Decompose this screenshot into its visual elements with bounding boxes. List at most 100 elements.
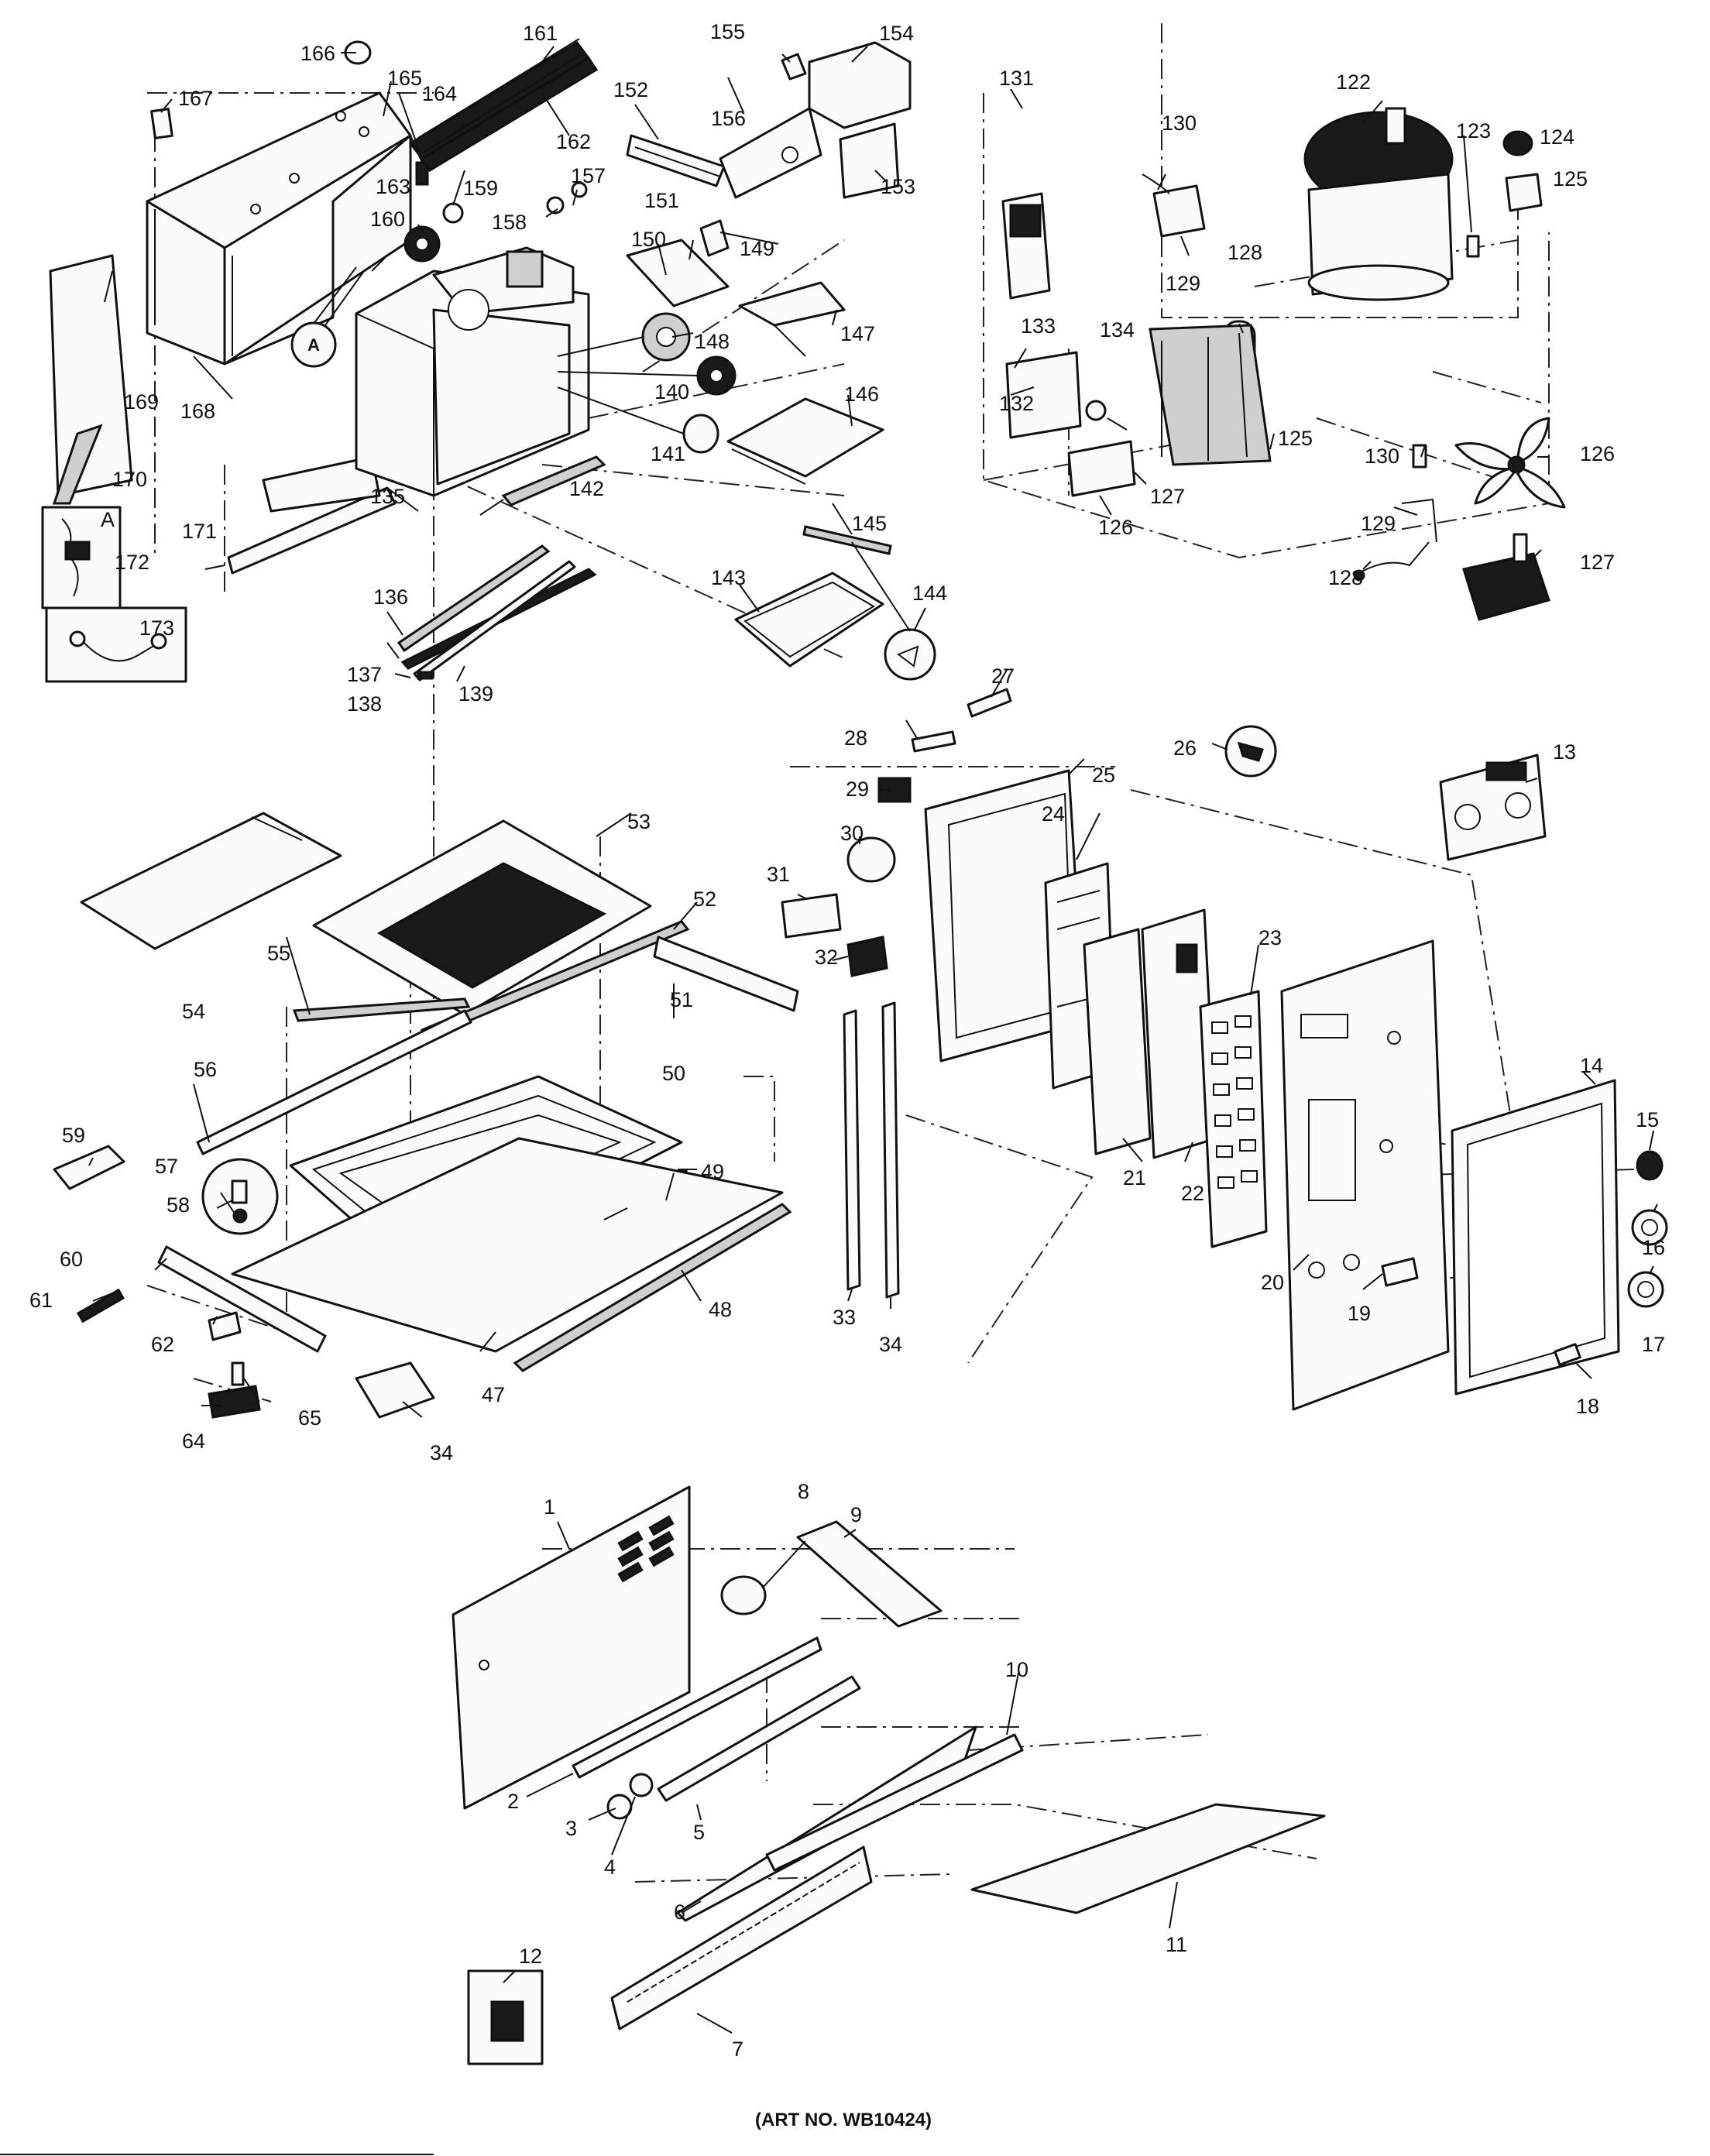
detail-circle-150 <box>884 628 936 681</box>
label-31: 31 <box>767 863 790 886</box>
label-157: 151 <box>644 189 679 212</box>
label-126: 126 <box>1580 442 1615 465</box>
label-160: 154 <box>879 22 914 45</box>
label-5: 5 <box>693 1821 705 1844</box>
latch-spring <box>208 1311 242 1341</box>
label-124: 124 <box>1540 125 1574 149</box>
label-54: 53 <box>627 810 651 833</box>
label-58: 57 <box>155 1155 178 1178</box>
part-number-labels: 166 167 165 164 161 162 163 159 160 157 … <box>29 20 1665 2130</box>
label-150: 144 <box>912 582 947 605</box>
label-2: 2 <box>507 1790 519 1813</box>
label-131: 125 <box>1278 427 1313 450</box>
lower-rails <box>397 544 597 681</box>
label-172: 166 <box>300 42 335 65</box>
label-64: 64 <box>182 1430 205 1453</box>
label-26: 26 <box>1173 736 1197 760</box>
label-8: 8 <box>798 1480 809 1503</box>
keypad <box>1199 990 1268 1248</box>
air-guide <box>738 281 846 327</box>
label-128: 128 <box>1328 566 1363 589</box>
label-144: 138 <box>347 692 382 716</box>
label-136: 130 <box>1162 112 1197 135</box>
door-edge-strip <box>513 1203 792 1372</box>
label-130: 130 <box>1365 445 1399 468</box>
door-assembly <box>53 812 799 1419</box>
hv-transformer <box>1149 324 1272 466</box>
fan-blade <box>1454 417 1566 509</box>
cabinet-assembly: A <box>41 40 590 683</box>
label-161: 155 <box>710 20 745 43</box>
label-166: 160 <box>370 208 405 231</box>
label-50: 49 <box>701 1160 724 1183</box>
label-179: 173 <box>139 616 174 640</box>
choke-strip <box>292 997 471 1022</box>
label-62: 61 <box>29 1289 53 1312</box>
label-13: 13 <box>1553 740 1576 764</box>
fan-motor <box>1462 552 1550 621</box>
label-9: 9 <box>850 1503 862 1526</box>
timer-motor <box>846 836 896 883</box>
trim-strip <box>52 424 103 505</box>
latch-hook <box>231 1361 245 1386</box>
knob-cap <box>1502 130 1533 156</box>
bolt-28 <box>911 730 956 753</box>
label-177: 171 <box>182 520 217 543</box>
tray <box>734 572 884 668</box>
label-30: 30 <box>840 822 864 845</box>
label-165: 159 <box>463 177 498 200</box>
label-11: 11 <box>1166 1933 1187 1956</box>
label-145: 139 <box>458 682 493 706</box>
lamp-bulb <box>546 196 565 215</box>
motor-body <box>1307 173 1454 296</box>
bracket-19 <box>1381 1257 1419 1287</box>
label-154: 148 <box>695 330 730 353</box>
label-17: 17 <box>1642 1333 1665 1356</box>
transformer-bracket <box>1067 440 1136 497</box>
hinge-bracket <box>653 936 799 1012</box>
art-number-caption: (ART NO. WB10424) <box>755 2110 932 2130</box>
hinge-right <box>355 1361 435 1419</box>
control-faceplate <box>1280 939 1450 1411</box>
tray-rail <box>802 525 892 555</box>
clip <box>699 219 730 257</box>
label-10: 10 <box>1005 1658 1028 1681</box>
label-125: 125 <box>1553 167 1588 191</box>
label-23: 23 <box>1258 926 1282 949</box>
label-159: 153 <box>881 175 915 198</box>
label-3: 3 <box>565 1817 577 1840</box>
side-strip-34 <box>881 1001 900 1299</box>
label-153: 147 <box>840 322 875 345</box>
label-141: 135 <box>370 485 405 508</box>
label-47: 34 <box>430 1441 453 1464</box>
label-151: 145 <box>852 512 887 535</box>
label-7: 7 <box>732 2038 743 2061</box>
duct-9 <box>796 1520 943 1628</box>
label-129: 129 <box>1361 512 1396 535</box>
control-panel-assembly <box>781 688 1668 1411</box>
vent-grille <box>408 38 599 173</box>
support-bracket <box>262 455 381 513</box>
door-latch-bar <box>157 1245 327 1353</box>
label-29: 29 <box>846 778 869 801</box>
switch-block <box>781 893 842 939</box>
label-162: 156 <box>711 107 746 130</box>
label-142: 136 <box>373 585 408 609</box>
thermostat <box>1466 235 1480 258</box>
stirrer-bearing <box>442 202 464 224</box>
door-frame-rail <box>196 1009 472 1155</box>
label-51: 50 <box>662 1062 685 1085</box>
air-duct <box>626 239 730 307</box>
electrical-assembly <box>1001 107 1566 621</box>
label-18: 18 <box>1576 1395 1599 1418</box>
label-137: 131 <box>999 67 1034 90</box>
label-155: 149 <box>740 237 774 260</box>
label-55: 54 <box>182 1000 205 1023</box>
small-transformer <box>1152 184 1206 238</box>
label-52: 51 <box>670 988 693 1011</box>
label-57: 56 <box>194 1058 217 1081</box>
label-132: 126 <box>1098 516 1133 539</box>
bolt-27 <box>967 688 1012 718</box>
label-63: 62 <box>151 1333 174 1356</box>
